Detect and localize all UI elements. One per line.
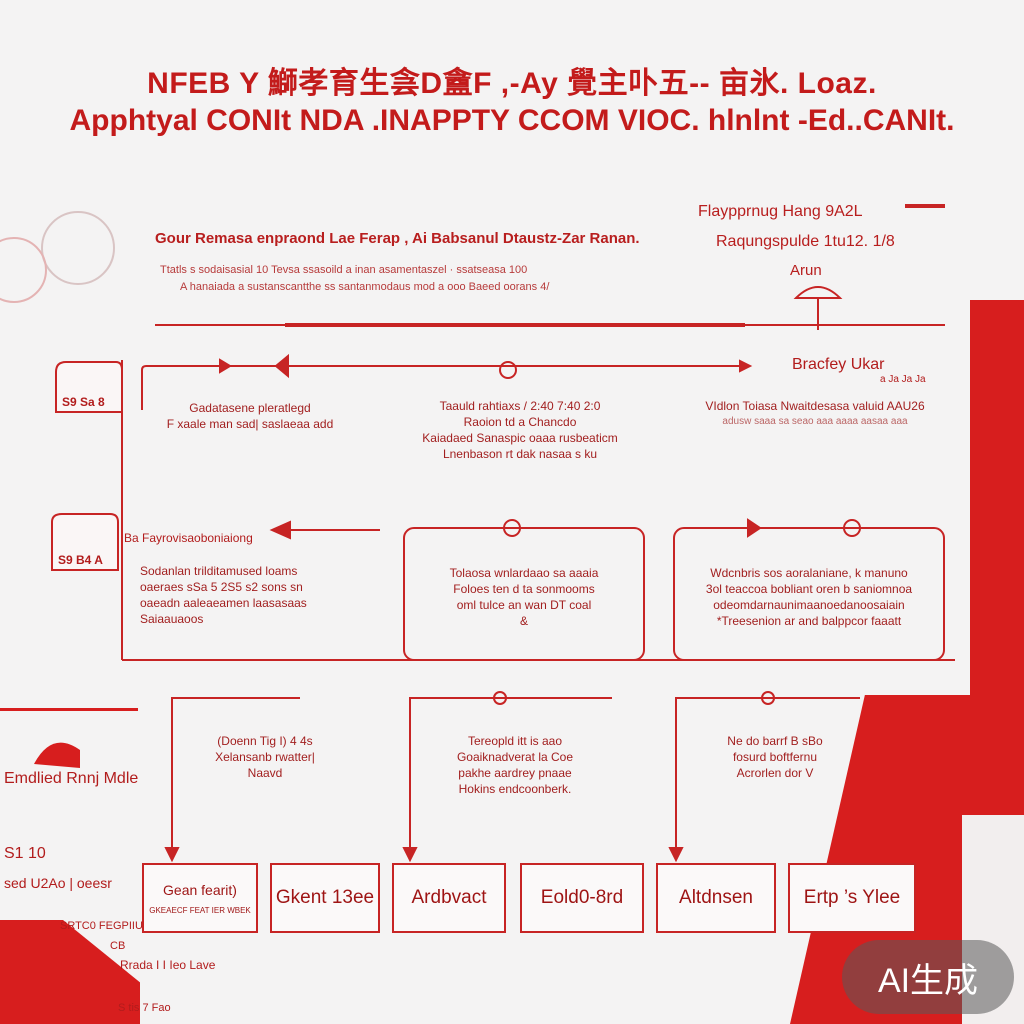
row2-box-left: Sodanlan trilditamused loams oaeraes sSa… [140, 563, 380, 627]
row2-box-left-line: Sodanlan trilditamused loams [140, 564, 298, 578]
ai-generated-badge: AI生成 [842, 940, 1014, 1014]
row2-box-right-line: 3ol teaccoa bobliant oren b saniomnoa [705, 582, 913, 596]
row1-arrow-mid [219, 358, 232, 374]
umbrella-icon [793, 286, 843, 330]
left-panel-label7: S tis 7 Fao [118, 1002, 171, 1014]
row2-box-right-line: *Treesenion ar and balppcor faaatt [716, 614, 902, 628]
left-helmet-icon [34, 742, 80, 768]
row3-node-left: (Doenn Tig I) 4 4s Xelansanb rwatter| Na… [190, 733, 340, 781]
row2-box-right-line: Wdcnbris sos aoralaniane, k manuno [710, 566, 908, 580]
bottom-box-4[interactable]: Eold0-8rd [520, 863, 644, 933]
bottom-box-3-label: Ardbvact [411, 887, 487, 908]
row3-node-mid-line: Goaiknadverat la Coe [456, 750, 574, 764]
left-bowl-icon [0, 237, 47, 303]
row3-node-mid-line: pakhe aardrey pnaae [458, 766, 572, 780]
row2-header-left: Ba Fayrovisaoboniaiong [124, 531, 253, 545]
row3-mid-arrow [409, 697, 612, 848]
header-left-line2: A hanaiada a sustanscantthe ss santanmod… [180, 281, 550, 293]
page-title-line2: Apphtyal CONIt NDA .INAPPTY CCOM VIOC. h… [69, 104, 955, 137]
row2-arrow-left [269, 520, 291, 540]
row3-node-left-line: Xelansanb rwatter| [215, 750, 315, 764]
bottom-box-5-label: Altdnsen [679, 887, 753, 908]
row3-node-mid-line: Tereopld itt is aao [467, 734, 563, 748]
bottom-box-6[interactable]: Ertp ’s Ylee [788, 863, 916, 933]
row3-node-right-line: Acrorlen dor V [736, 766, 814, 780]
header-left-title: Gour Remasa enpraond Lae Ferap , Ai Babs… [155, 230, 640, 247]
row2-right-arrow [747, 518, 762, 538]
row2-box-mid-outline [403, 527, 645, 661]
row1-tab-left [55, 361, 123, 413]
row2-box-right: Wdcnbris sos aoralaniane, k manuno 3ol t… [680, 565, 938, 629]
bottom-box-2[interactable]: Gkent 13ee [270, 863, 380, 933]
bottom-box-1-label: Gean fearit) [163, 881, 237, 898]
row1-node-left: Gadatasene pleratlegd F xaale man sad| s… [150, 400, 350, 432]
row3-node-left-line: Naavd [247, 766, 283, 780]
row2-box-right-outline [673, 527, 945, 661]
bottom-box-6-label: Ertp ’s Ylee [803, 887, 901, 908]
row1-right-label2: a Ja Ja Ja [880, 374, 926, 385]
row2-box-mid-line: Tolaosa wnlardaao sa aaaia [449, 566, 599, 580]
row2-box-mid-line: Foloes ten d ta sonmooms [453, 582, 595, 596]
row3-node-mid: Tereopld itt is aao Goaiknadverat la Coe… [430, 733, 600, 797]
page-title-line1: NFEB Y 鰤孝育生侌D盦F ,-Ay 覺主卟五-- 亩氷. Loaz. [147, 67, 877, 100]
row2-box-mid-line: & [519, 614, 528, 628]
header-right-line1: Flaypprnug Hang 9A2L [698, 203, 863, 220]
left-panel-label2: S1 10 [4, 845, 46, 862]
row3-mid-knob [493, 691, 507, 705]
left-sphere-icon [41, 211, 115, 285]
left-panel-label3: sed U2Ao | oeesr [4, 875, 112, 891]
left-panel-label4: SRTC0 FEGPIIU [60, 920, 143, 932]
row3-node-left-line: (Doenn Tig I) 4 4s [217, 734, 313, 748]
row1-node-left-line: F xaale man sad| saslaeaa add [166, 417, 334, 431]
row2-box-mid-line: oml tulce an wan DT coal [456, 598, 592, 612]
row2-box-left-line: oaeadn aaleaeamen laasasaas [140, 596, 307, 610]
row1-node-mid-line: Kaiadaed Sanaspic oaaa rusbeaticm [422, 431, 618, 445]
left-panel-label5: CB [110, 940, 126, 952]
bottom-box-1-sub: GKEAECF FEAT IER WBEK [149, 905, 251, 915]
left-panel-label1: Emdlied Rnnj Mdle [4, 770, 139, 787]
row2-right-knob [843, 519, 861, 537]
bottom-box-2-label: Gkent 13ee [275, 887, 375, 908]
row1-node-mid-line: Taauld rahtiaxs / 2:40 7:40 2:0 [439, 399, 601, 413]
bottom-box-4-label: Eold0-8rd [540, 887, 624, 908]
row3-node-right-line: fosurd boftfernu [732, 750, 818, 764]
header-right-line2: Raqungspulde 1tu12. 1/8 [716, 233, 895, 250]
row1-flow-line [141, 365, 740, 410]
row1-node-mid-line: Lnenbason rt dak nasaa s ku [442, 447, 598, 461]
row3-node-right-line: Ne do barrf B sBo [727, 734, 823, 748]
row2-mid-knob [503, 519, 521, 537]
row1-node-right-line: VIdlon Toiasa Nwaitdesasa valuid AAU26 [705, 399, 925, 413]
row1-tab-label: S9 Sa 8 [62, 395, 105, 409]
row1-node-left-line: Gadatasene pleratlegd [189, 401, 311, 415]
row2-box-right-line: odeomdarnaunimaanoedanoosaiain [713, 598, 905, 612]
row1-node-mid: Taauld rahtiaxs / 2:40 7:40 2:0 Raoion t… [410, 398, 630, 462]
row2-box-left-line: oaeraes sSa 5 2S5 s2 sons sn [140, 580, 303, 594]
row2-tab-label: S9 B4 A [58, 553, 103, 567]
bottom-box-5[interactable]: Altdnsen [656, 863, 776, 933]
row3-node-mid-line: Hokins endcoonberk. [458, 782, 572, 796]
row3-node-right: Ne do barrf B sBo fosurd boftfernu Acror… [700, 733, 850, 781]
row2-box-left-line: Saiaauaoos [140, 612, 204, 626]
header-left-line1: Ttatls s sodaisasial 10 Tevsa ssasoild a… [160, 264, 528, 276]
bottom-box-3[interactable]: Ardbvact [392, 863, 506, 933]
row1-right-label: Bracfey Ukar [792, 356, 885, 373]
left-red-bar [0, 708, 138, 711]
header-right-line3: Arun [790, 262, 822, 279]
row1-node-right-line: adusw saaa sa seao aaa aaaa aasaa aaa [722, 416, 908, 427]
row1-node-knob [499, 361, 517, 379]
row3-right-arrow [675, 697, 860, 848]
row2-box-mid: Tolaosa wnlardaao sa aaaia Foloes ten d … [410, 565, 638, 629]
row1-node-mid-line: Raoion td a Chancdo [463, 415, 577, 429]
left-panel-label6: Rrada I I Ieo Lave [120, 958, 216, 972]
row1-node-right: VIdlon Toiasa Nwaitdesasa valuid AAU26 a… [680, 398, 950, 430]
row1-arrow-right [739, 359, 753, 373]
bottom-box-1[interactable]: Gean fearit) GKEAECF FEAT IER WBEK [142, 863, 258, 933]
row1-arrow-left [274, 353, 289, 379]
row2-tab-left [51, 513, 119, 571]
row3-left-arrow [171, 697, 300, 848]
row3-right-knob [761, 691, 775, 705]
